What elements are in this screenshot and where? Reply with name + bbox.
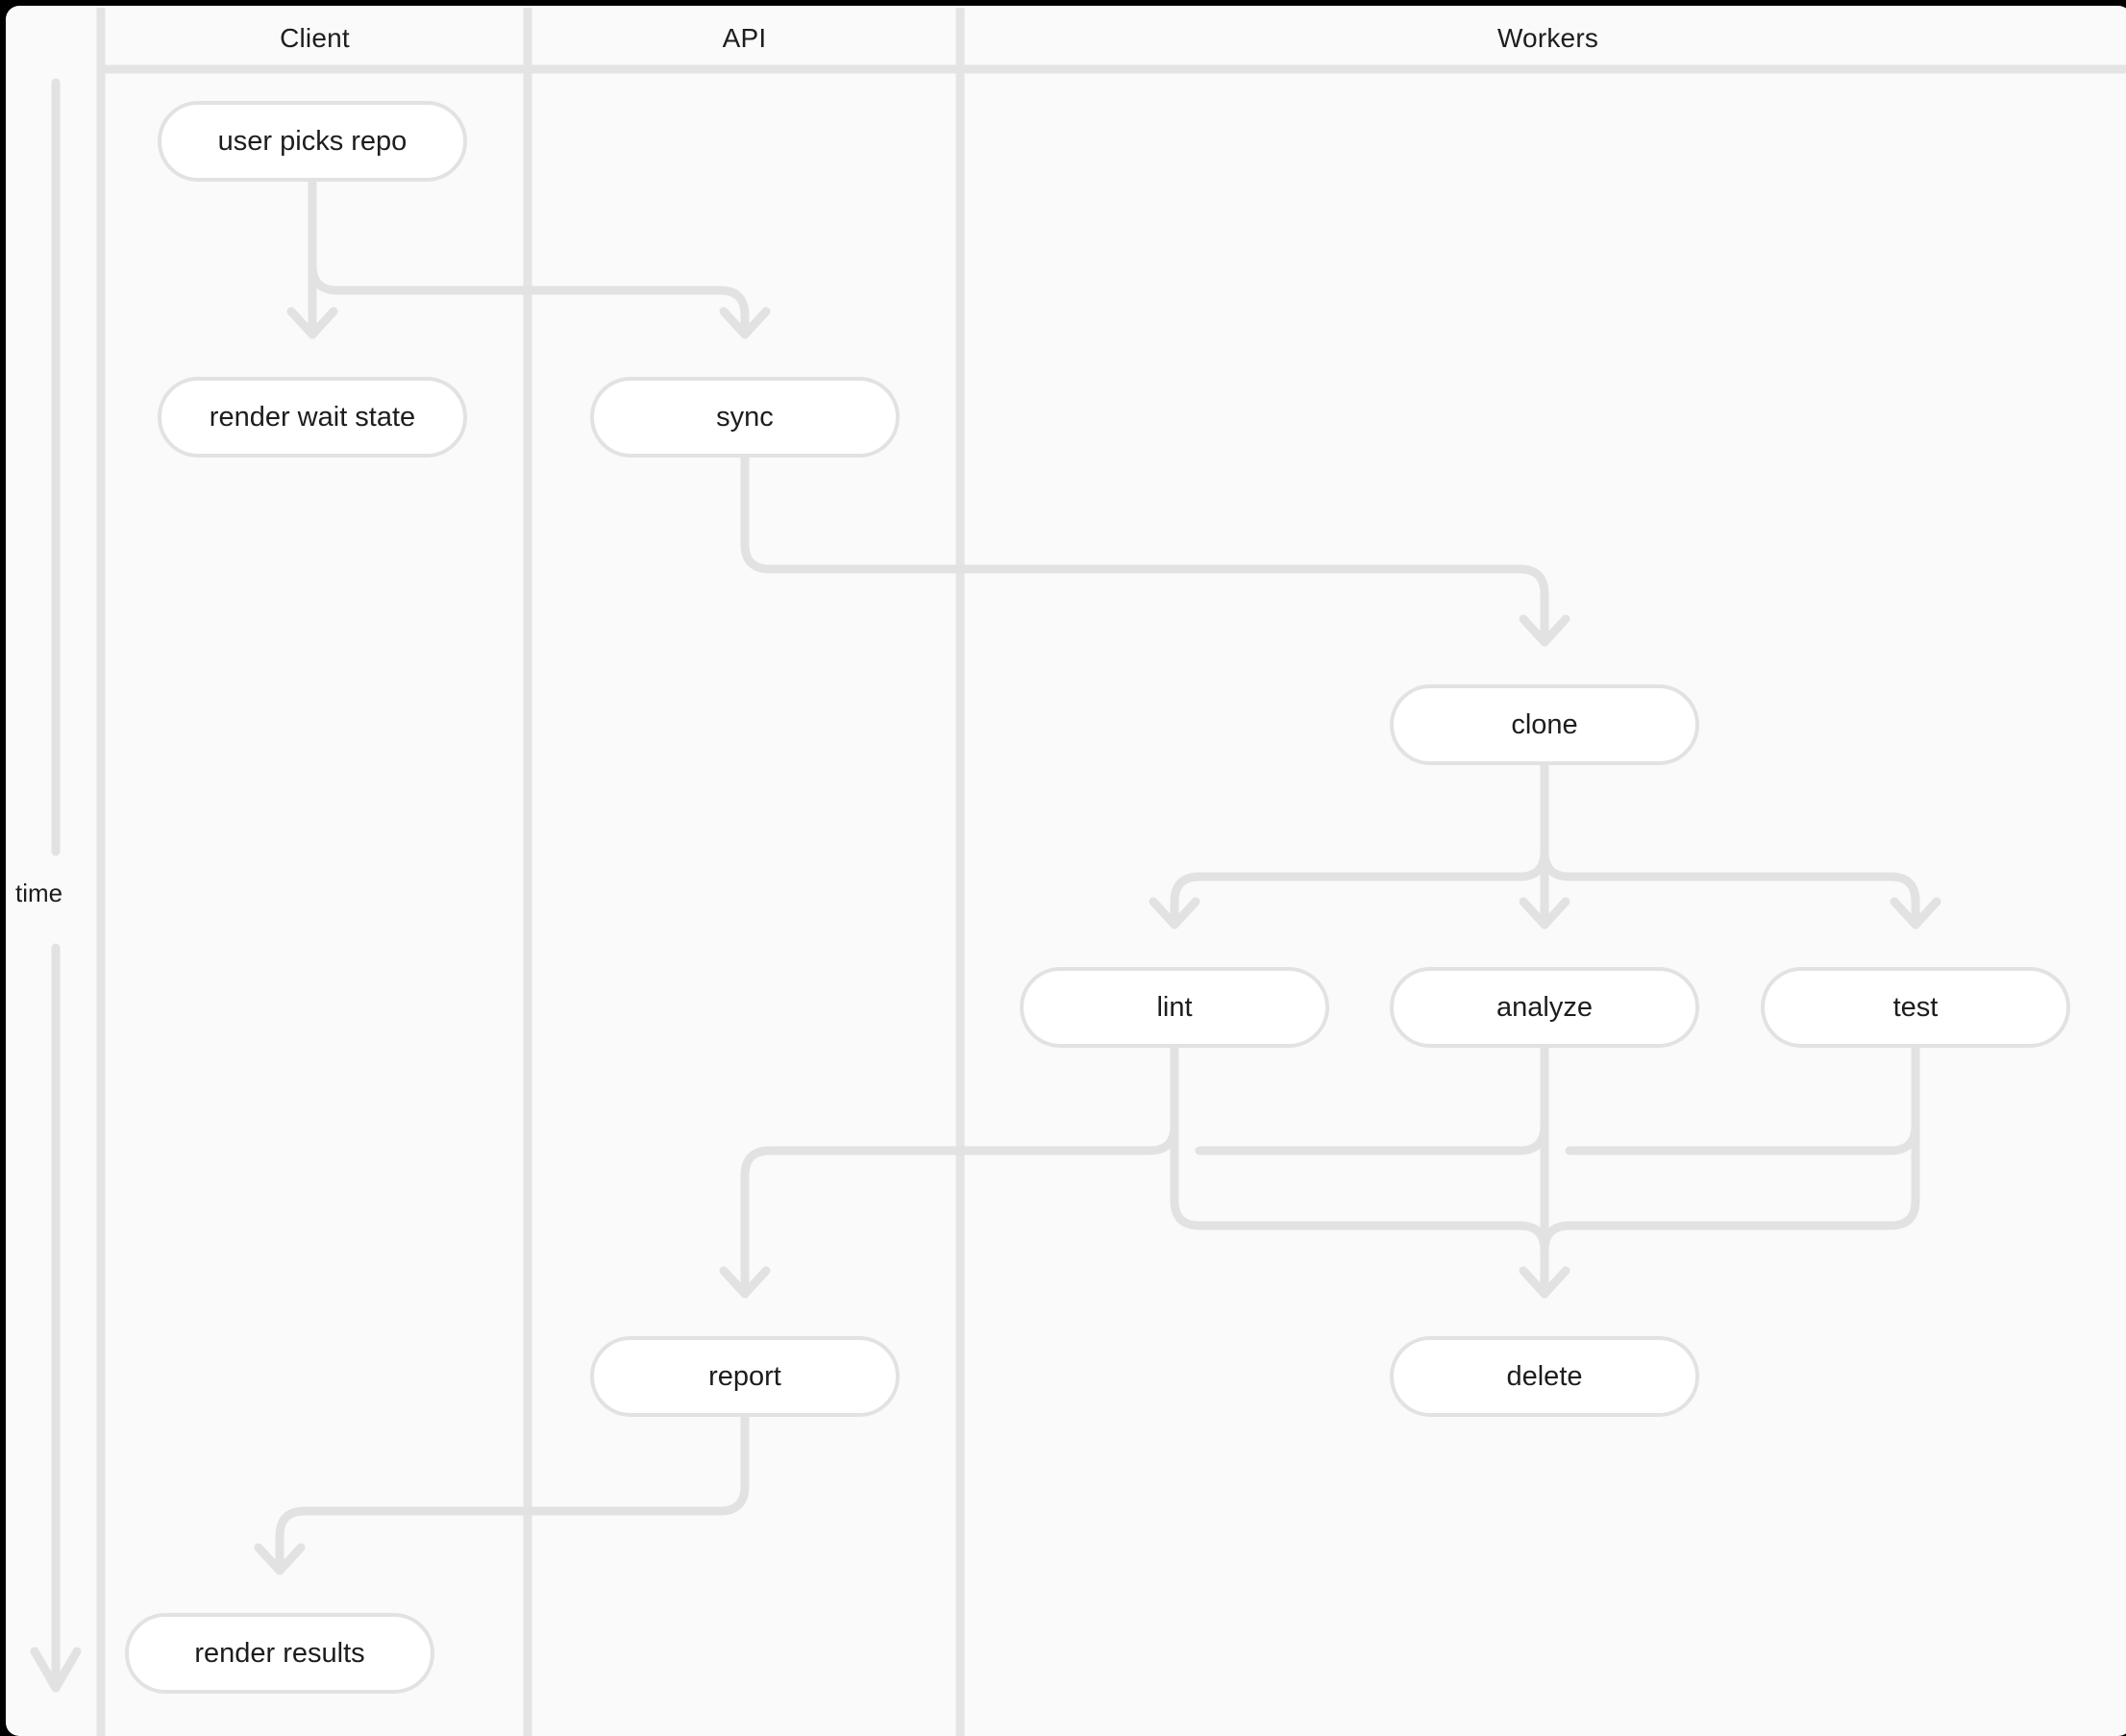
edge-report-arrowhead <box>719 1266 771 1299</box>
node-analyze[interactable]: analyze <box>1390 967 1699 1048</box>
lane-title-api: API <box>722 23 767 53</box>
edge-lint-to-delete <box>1170 1043 1549 1299</box>
time-axis-label: time <box>15 879 63 907</box>
edge-clone-to-test <box>1540 760 1941 930</box>
node-delete[interactable]: delete <box>1390 1336 1699 1417</box>
edge-test-to-delete <box>1540 1043 1920 1299</box>
edge-report-to-render-results <box>254 1412 750 1575</box>
node-user-picks-repo[interactable]: user picks repo <box>158 101 467 182</box>
lane-dividers <box>96 8 965 1736</box>
node-lint[interactable]: lint <box>1020 967 1329 1048</box>
lane-title-client: Client <box>280 23 350 53</box>
lane-title-workers: Workers <box>1496 23 1599 53</box>
edge-delete-arrowhead <box>1519 1266 1570 1299</box>
diagram-canvas: Client API Workers time user picks repo … <box>6 6 2126 1736</box>
node-sync[interactable]: sync <box>590 377 900 458</box>
node-test[interactable]: test <box>1761 967 2070 1048</box>
time-axis-arrow <box>30 78 82 1693</box>
edges <box>254 177 1941 1575</box>
edge-test-to-report <box>1565 1043 1920 1155</box>
node-report[interactable]: report <box>590 1336 900 1417</box>
node-render-results[interactable]: render results <box>125 1613 434 1694</box>
edge-clone-to-lint <box>1149 760 1549 930</box>
edge-sync-to-clone <box>740 453 1570 647</box>
edge-user-picks-repo-to-sync <box>308 177 771 339</box>
node-clone[interactable]: clone <box>1390 684 1699 765</box>
edge-analyze-to-report <box>1195 1043 1549 1155</box>
diagram-svg <box>30 8 2126 1736</box>
node-render-wait-state[interactable]: render wait state <box>158 377 467 458</box>
